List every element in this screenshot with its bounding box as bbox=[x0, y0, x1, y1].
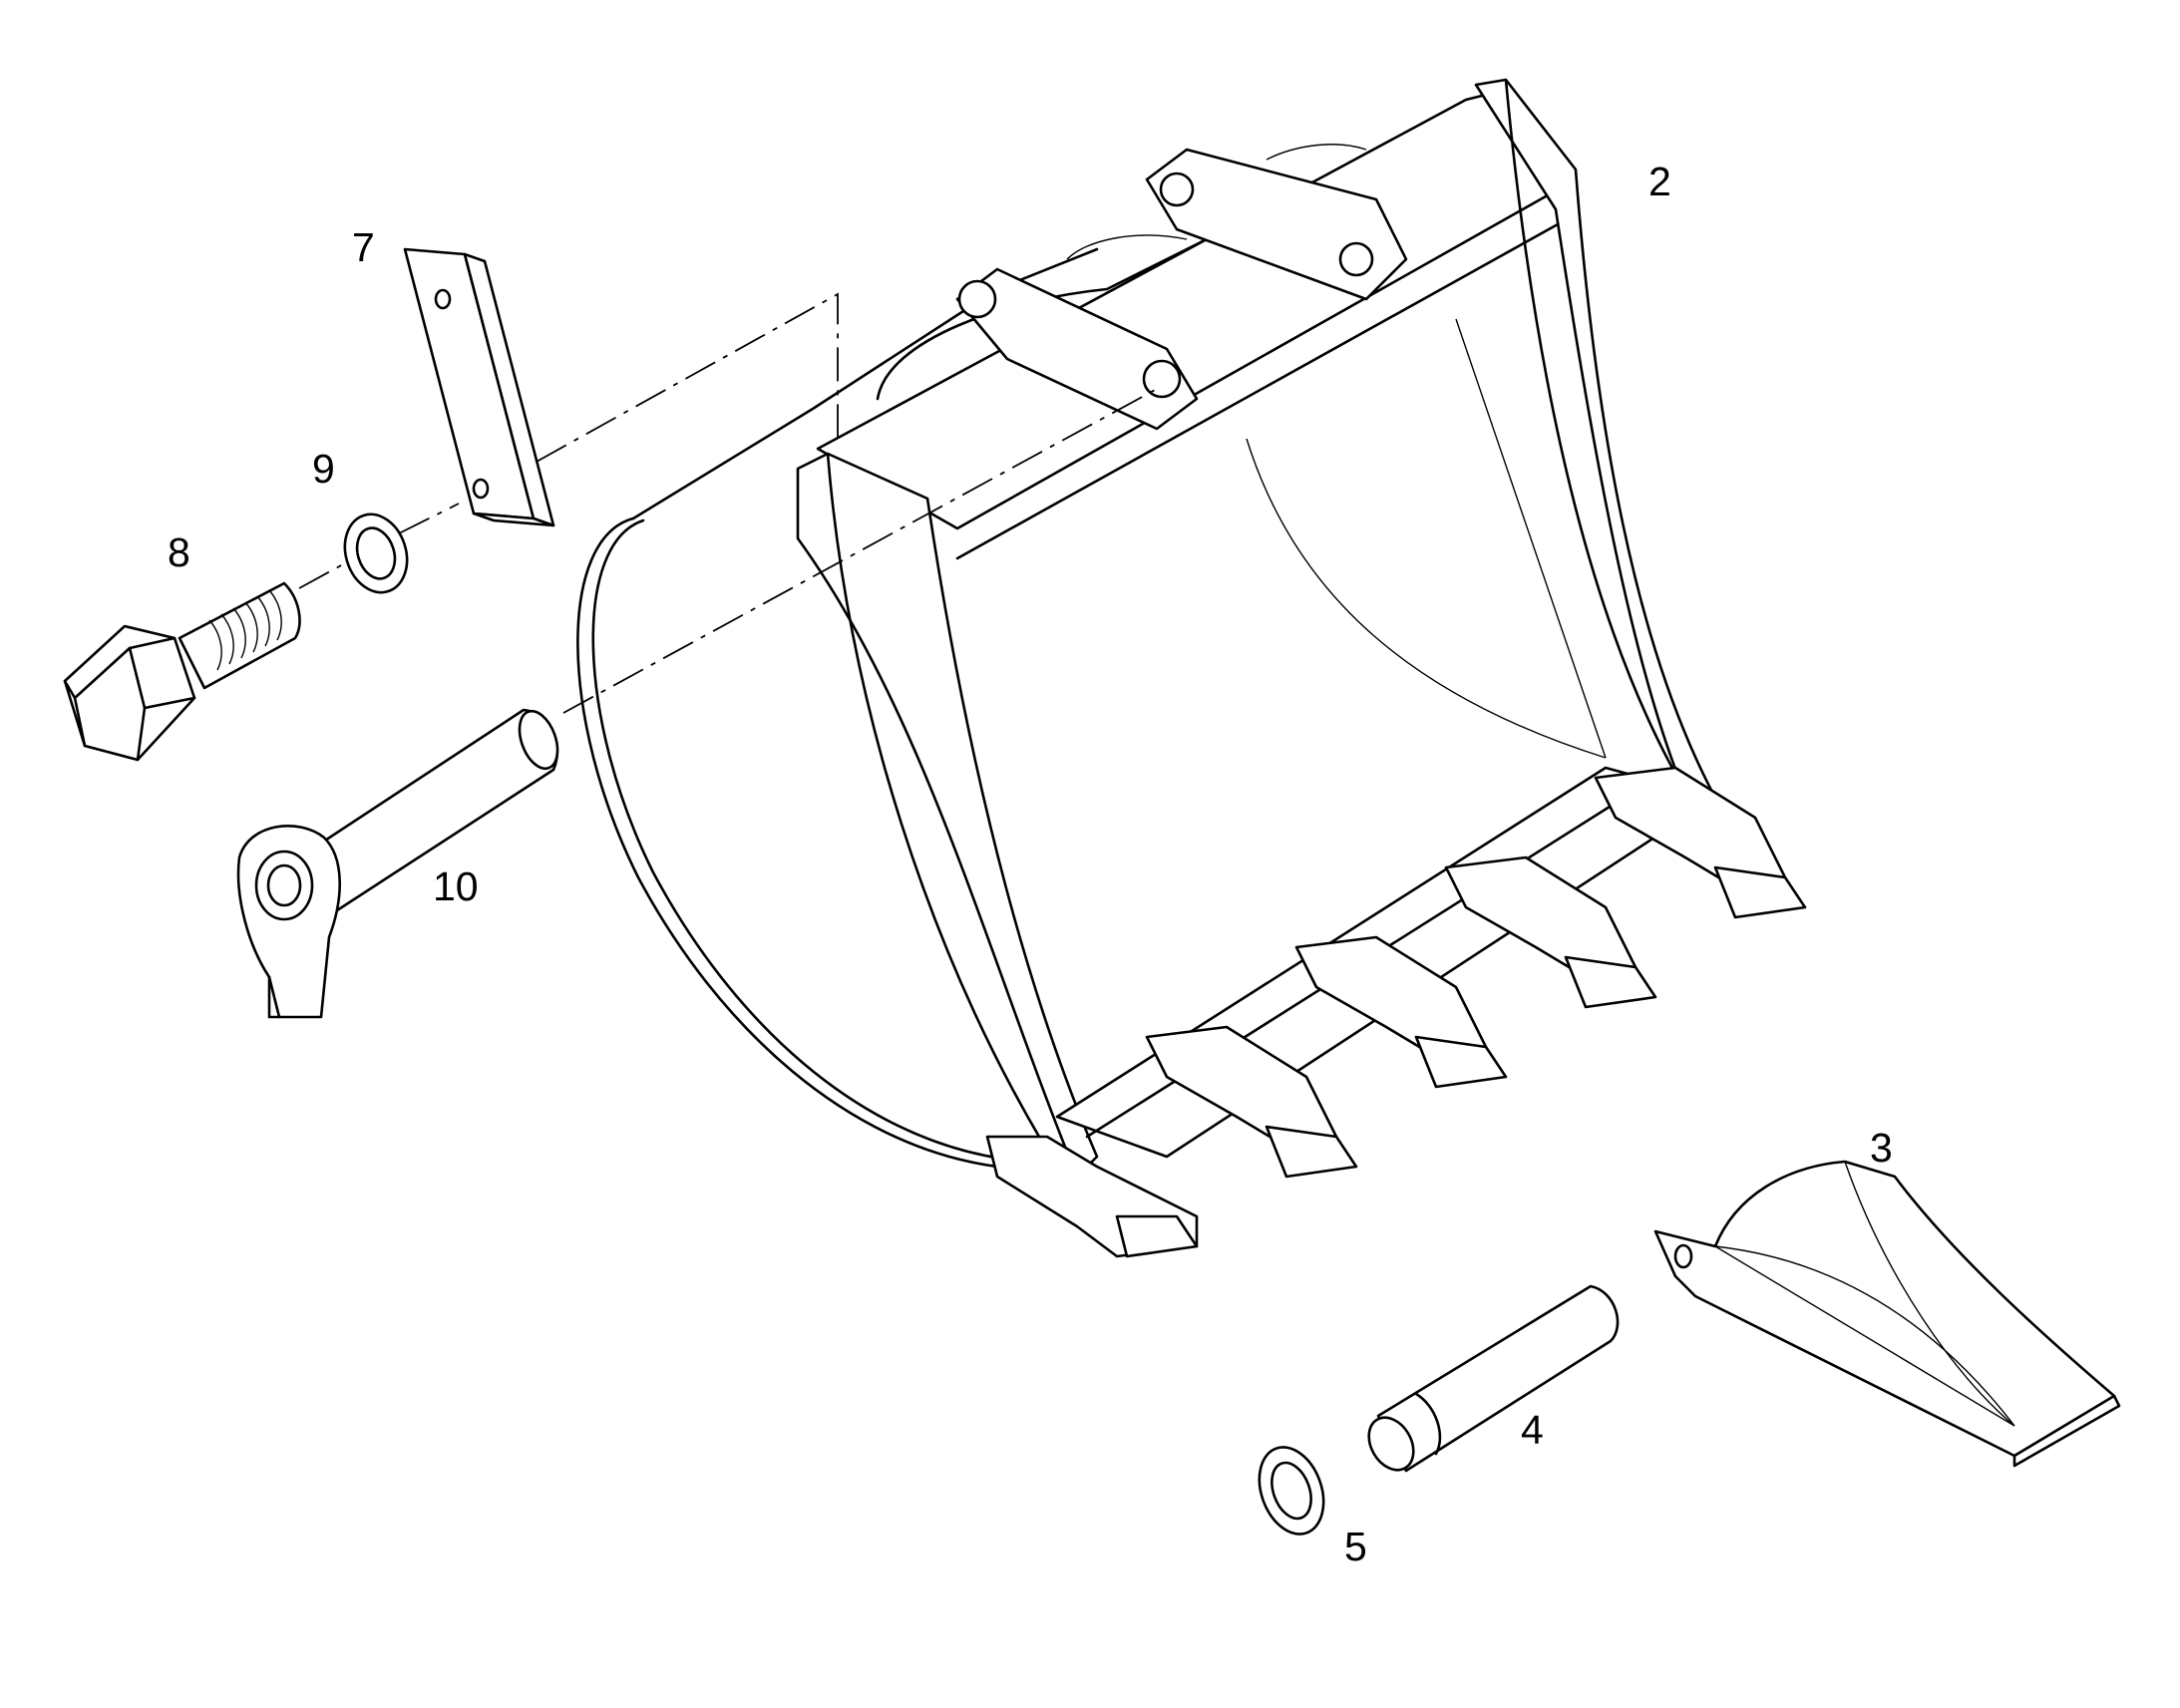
bucket-ear-hole-3 bbox=[1159, 171, 1195, 207]
tooth bbox=[1653, 1160, 2121, 1468]
bucket-tooth-4 bbox=[1444, 855, 1657, 1009]
callout-3: 3 bbox=[1870, 1125, 1893, 1171]
callout-4: 4 bbox=[1521, 1407, 1544, 1453]
centerline-washer-plate bbox=[398, 503, 460, 534]
bucket-tooth-1 bbox=[985, 1135, 1199, 1258]
bucket-ear-hole-1 bbox=[957, 279, 997, 319]
bucket-ear-hole-2 bbox=[1142, 359, 1182, 399]
tooth-pin bbox=[1367, 1284, 1620, 1473]
bucket-back-curve bbox=[1066, 234, 1188, 260]
washer bbox=[343, 512, 409, 594]
callout-7: 7 bbox=[352, 224, 375, 270]
bucket-left-shell-inner bbox=[591, 518, 1004, 1161]
bucket-inner-curve bbox=[1246, 438, 1607, 759]
bucket-inner-line bbox=[1455, 318, 1607, 759]
callout-8: 8 bbox=[168, 529, 190, 575]
centerline-bolt-washer bbox=[298, 557, 355, 589]
bucket-back-shell bbox=[876, 108, 1468, 401]
bucket bbox=[576, 78, 1807, 1258]
tooth-body bbox=[1653, 1160, 2116, 1458]
callout-5: 5 bbox=[1344, 1524, 1367, 1569]
bucket-back-curve-2 bbox=[1266, 144, 1367, 161]
pin-washer bbox=[1258, 1446, 1325, 1536]
bucket-mount-ear-front bbox=[955, 267, 1199, 431]
bucket-ear-hole-4 bbox=[1338, 241, 1374, 277]
bolt-shank bbox=[178, 581, 301, 690]
bucket-left-shell bbox=[576, 516, 1039, 1174]
bucket-top-left-edge bbox=[631, 247, 1099, 520]
bucket-right-side-plate-inner bbox=[1504, 78, 1697, 810]
bucket-pin bbox=[236, 708, 559, 1019]
callout-10: 10 bbox=[433, 863, 479, 909]
bucket-tooth-2 bbox=[1145, 1025, 1358, 1179]
centerline-lock-plate bbox=[536, 292, 839, 463]
bucket-top-tube-edge bbox=[955, 212, 1578, 560]
bucket-tooth-3 bbox=[1294, 935, 1508, 1089]
callout-2: 2 bbox=[1648, 159, 1671, 204]
assembly-centerlines bbox=[298, 292, 1158, 714]
bolt bbox=[63, 581, 301, 762]
bucket-left-side-plate bbox=[796, 452, 1099, 1179]
lock-plate bbox=[403, 247, 555, 527]
bucket-left-side-plate-inner bbox=[826, 452, 1059, 1169]
bucket-tooth-5 bbox=[1594, 766, 1807, 919]
bolt-thread bbox=[208, 589, 282, 671]
callout-9: 9 bbox=[312, 446, 335, 492]
